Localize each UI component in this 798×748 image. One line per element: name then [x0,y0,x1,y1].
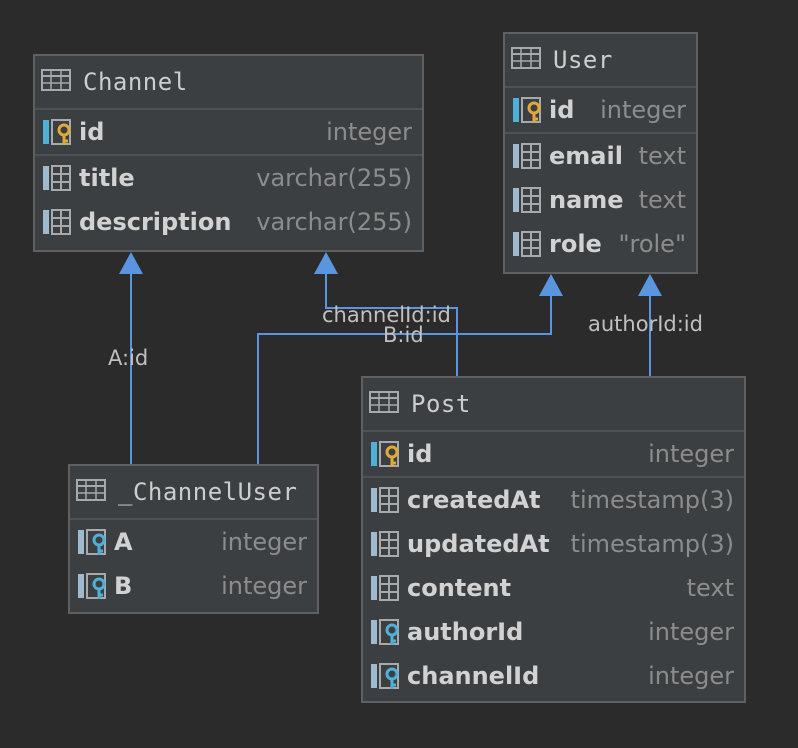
primary-key-icon [41,117,75,147]
column-name: channelId [407,662,540,690]
table-name: _ChannelUser [118,478,298,506]
column-type: integer [600,96,686,124]
primary-key-section: id integer [505,88,696,134]
column-type: varchar(255) [256,164,412,192]
column-row[interactable]: name text [505,178,696,222]
column-name: description [79,208,232,236]
column-icon [369,485,403,515]
column-row[interactable]: createdAt timestamp(3) [363,478,744,522]
column-name: content [407,574,512,602]
column-icon [41,163,75,193]
primary-key-icon [369,439,403,469]
column-type: text [638,186,686,214]
column-icon [41,207,75,237]
column-row[interactable]: id integer [505,88,696,132]
column-icon [511,229,545,259]
column-icon [511,141,545,171]
arrow-author-icon [638,274,662,296]
column-row[interactable]: email text [505,134,696,178]
column-name: updatedAt [407,530,550,558]
table-icon [369,390,399,418]
column-name: email [549,142,623,170]
column-row[interactable]: title varchar(255) [35,156,422,200]
column-type: timestamp(3) [570,486,734,514]
column-type: varchar(255) [256,208,412,236]
column-name: B [114,572,133,600]
column-row[interactable]: channelId integer [363,654,744,698]
table-icon [76,478,106,506]
foreign-key-icon [76,527,110,557]
relation-label-channel: channelId:id [322,303,451,327]
relation-label-author: authorId:id [588,312,703,336]
foreign-key-icon [369,661,403,691]
primary-key-section: id integer [363,432,744,478]
column-name: id [549,96,575,124]
column-name: createdAt [407,486,541,514]
relation-label-a: A:id [108,346,149,370]
column-row[interactable]: role "role" [505,222,696,266]
column-icon [511,185,545,215]
table-name: User [553,46,613,74]
column-type: text [686,574,734,602]
column-type: text [638,142,686,170]
column-type: "role" [618,230,686,258]
table-icon [511,46,541,74]
table-name: Channel [83,68,188,96]
column-type: timestamp(3) [570,530,734,558]
column-name: authorId [407,618,524,646]
arrow-channel-icon [314,252,338,274]
table-icon [41,68,71,96]
table-name: Post [411,390,471,418]
arrow-b-icon [539,274,563,296]
column-type: integer [221,528,307,556]
foreign-key-icon [369,617,403,647]
column-row[interactable]: id integer [363,432,744,476]
column-row[interactable]: updatedAt timestamp(3) [363,522,744,566]
column-name: A [114,528,133,556]
column-type: integer [648,618,734,646]
primary-key-section: id integer [35,110,422,156]
column-name: id [79,118,105,146]
primary-key-icon [511,95,545,125]
arrow-a-icon [119,252,143,274]
table-header[interactable]: _ChannelUser [70,466,317,520]
column-name: title [79,164,135,192]
relation-label-b: B:id [383,323,424,347]
relation-b-line [257,294,552,464]
column-name: id [407,440,433,468]
column-name: role [549,230,602,258]
table-user[interactable]: User id integer email text name text role "role" [503,32,698,274]
column-icon [369,529,403,559]
table-header[interactable]: Channel [35,56,422,110]
table-header[interactable]: Post [363,378,744,432]
column-type: integer [648,440,734,468]
column-type: integer [326,118,412,146]
column-row[interactable]: description varchar(255) [35,200,422,244]
column-type: integer [221,572,307,600]
foreign-key-icon [76,571,110,601]
column-row[interactable]: content text [363,566,744,610]
table-header[interactable]: User [505,34,696,88]
column-icon [369,573,403,603]
column-row[interactable]: id integer [35,110,422,154]
column-type: integer [648,662,734,690]
relation-channel-line [325,272,458,376]
column-name: name [549,186,624,214]
column-row[interactable]: authorId integer [363,610,744,654]
